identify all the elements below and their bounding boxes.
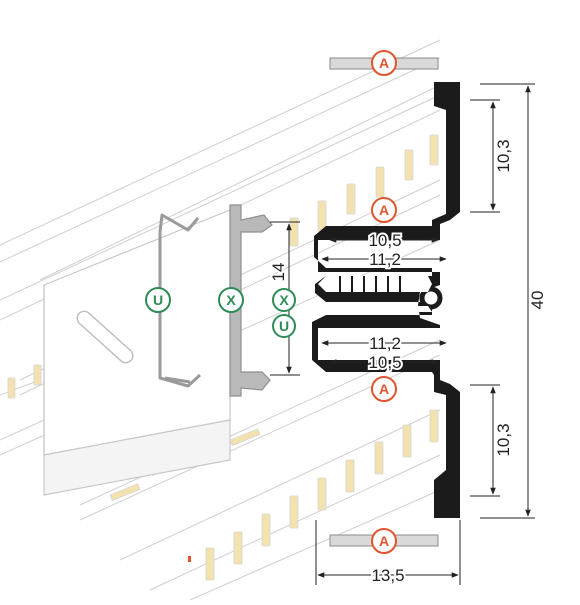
badge-a-upper: A (371, 197, 397, 223)
dim-outer-bottom: 11,2 (369, 334, 401, 353)
dim-lower-channel: 10,3 (494, 423, 513, 456)
ghost-front-block (43, 209, 231, 496)
svg-text:A: A (379, 381, 389, 397)
dim-inner-bottom: 10,5 (368, 353, 401, 372)
dim-outer-top: 11,2 (369, 250, 401, 269)
dim-accessory-height: 14 (269, 263, 288, 282)
dim-base-width: 13,5 (371, 566, 404, 585)
dim-upper-channel: 10,3 (494, 139, 513, 172)
badge-u-clip: U (145, 287, 171, 313)
svg-text:X: X (226, 292, 236, 308)
profile-ribs (339, 276, 401, 292)
badge-a-top: A (371, 50, 397, 76)
svg-text:A: A (379, 55, 389, 71)
svg-text:U: U (153, 292, 163, 308)
orange-marker (188, 556, 191, 562)
svg-text:X: X (279, 292, 289, 308)
ghost-slot-icon (76, 310, 134, 364)
badge-a-lower: A (371, 376, 397, 402)
badge-a-bottom: A (371, 528, 397, 554)
svg-text:U: U (279, 318, 289, 334)
svg-text:A: A (379, 533, 389, 549)
led-strips (7, 134, 439, 581)
dim-height-total: 40 (528, 291, 547, 310)
badge-x-clip: X (218, 287, 244, 313)
badge-x-side: X (272, 288, 296, 312)
dimension-lines (270, 83, 535, 585)
badge-u-side: U (272, 314, 296, 338)
svg-text:A: A (379, 202, 389, 218)
dim-inner-top: 10,5 (368, 231, 401, 250)
clip-u (158, 213, 202, 388)
clip-x (229, 204, 273, 397)
